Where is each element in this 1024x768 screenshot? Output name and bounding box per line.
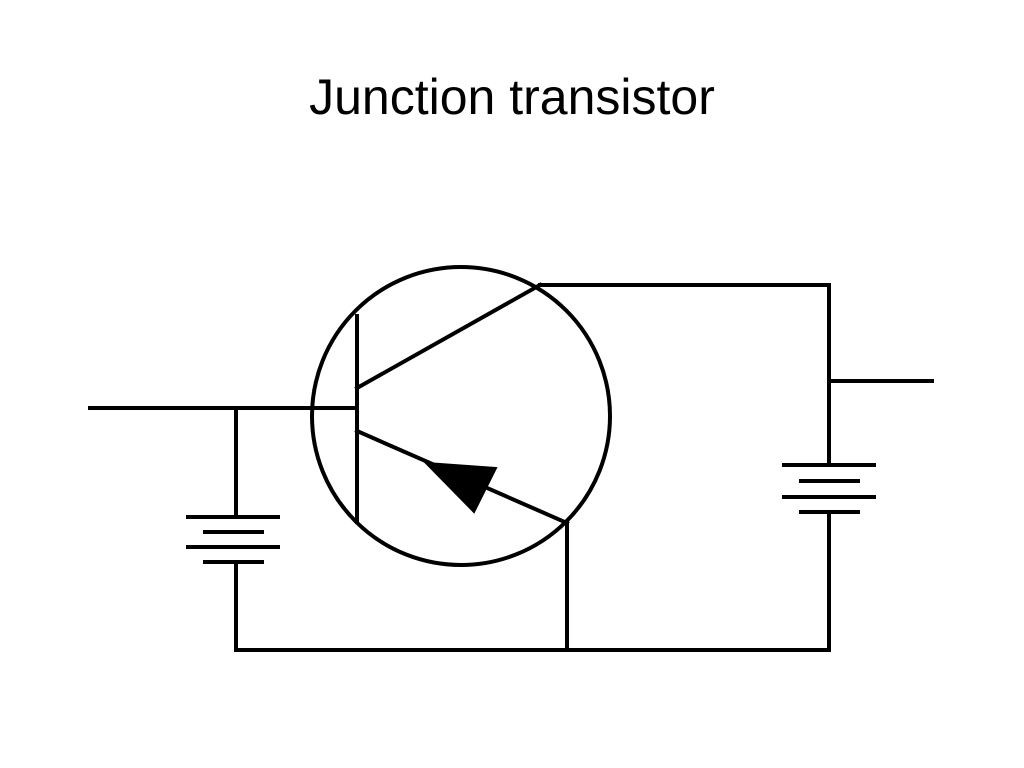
transistor-collector-lead: [354, 282, 543, 391]
collector-battery: [782, 283, 876, 652]
base-battery: [186, 406, 280, 652]
slide-title: Junction transistor: [309, 69, 715, 125]
transistor-emitter-arrow: [423, 461, 498, 514]
npn-transistor: [310, 265, 612, 567]
transistor-envelope: [310, 265, 612, 567]
